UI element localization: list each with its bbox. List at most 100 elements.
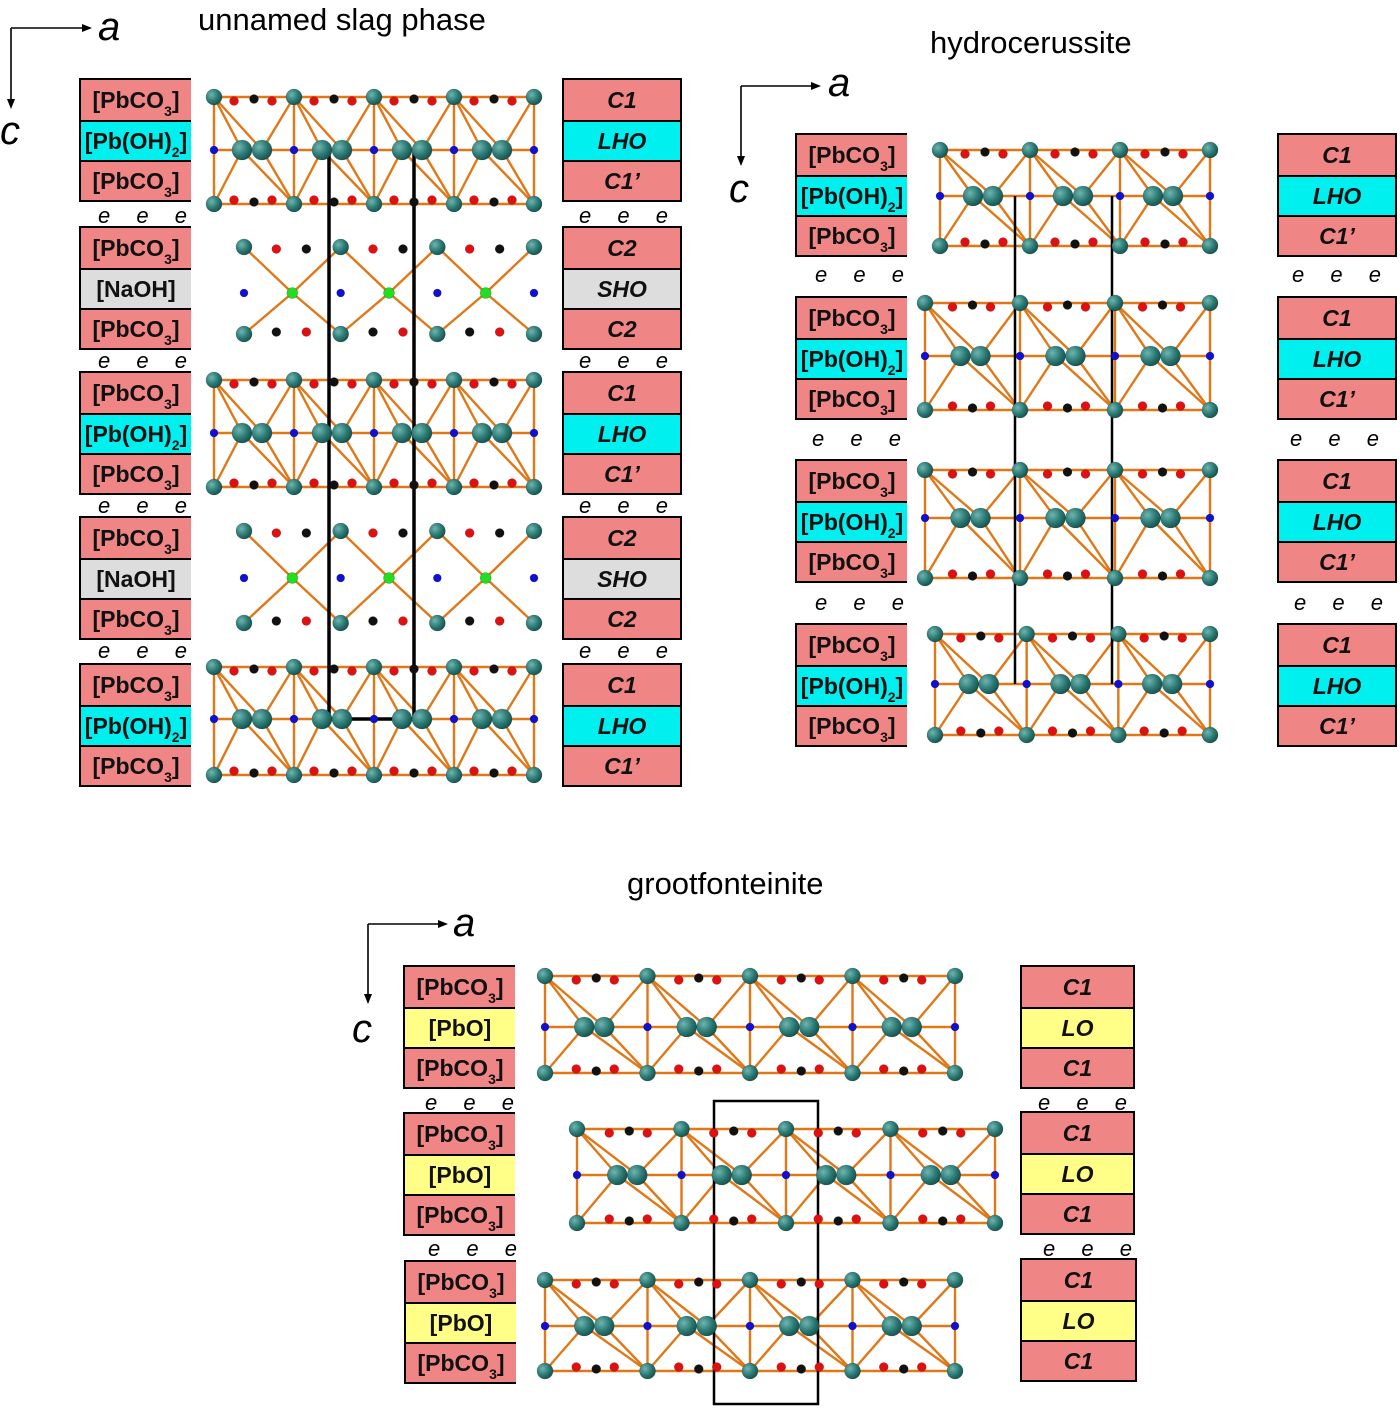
o-atom [267,766,277,776]
pb-atom [251,139,273,161]
o-atom [814,1279,825,1289]
layer-code: LHO [564,413,680,453]
bond [934,683,970,736]
layer-code: LHO [1279,501,1395,541]
o-atom [604,1214,615,1224]
o-atom [642,1214,653,1224]
bond [292,718,324,776]
layer-stack-right: C1 LHO C1’ [562,663,682,787]
bond [1074,517,1117,579]
o-atom [229,666,239,676]
o-atom [947,569,958,579]
bond [891,1026,956,1074]
bond [213,666,263,720]
pb-atom [365,195,383,213]
pb-atom [741,1064,759,1082]
bond [500,432,536,488]
o-atom [507,195,517,205]
o-atom [347,766,357,776]
h-atom [920,513,930,523]
pb-atom [205,478,223,496]
pb-atom [958,673,980,695]
bond [1151,683,1211,736]
bond [436,530,487,579]
h-atom [449,428,459,438]
pb-atom [445,658,463,676]
h-atom [745,1321,755,1331]
bond [1019,302,1077,357]
bond [979,302,1021,357]
pb-atom [235,325,253,343]
pb-atom [411,139,433,161]
c-atom [1062,467,1073,477]
bond [291,530,342,579]
pb-atom [235,522,253,540]
pb-atom [978,673,1000,695]
layer-code: C1’ [1279,378,1395,418]
bond [1169,302,1211,357]
pb-atom [525,238,543,256]
c-atom [1062,300,1073,310]
pb-atom [982,185,1004,207]
pb-atom [882,1120,899,1138]
bond [291,292,342,335]
layer-label: [PbCO3] [405,1047,515,1087]
pb-atom [696,1315,718,1337]
bond [420,96,456,151]
pb-atom [491,139,513,161]
pb-atom [1106,401,1124,419]
bond [241,149,295,205]
c-atom [1062,571,1073,581]
bond [979,469,1021,519]
bond [1029,149,1084,197]
pb-atom [844,967,861,985]
bond [1113,355,1152,411]
layer-code: SHO [564,558,680,598]
pb-atom [365,658,383,676]
c-atom [796,1066,807,1076]
pb-atom [882,1214,899,1232]
h-atom [950,1321,960,1331]
bond [340,432,376,488]
bond [500,149,536,205]
pb-atom [429,325,446,343]
bond [453,666,503,720]
pb-atom [332,522,349,540]
o-atom [1137,569,1148,579]
o-atom [507,379,517,389]
layer-label: [PbCO3] [797,461,907,501]
pb-atom [1018,625,1035,643]
bond [949,1128,996,1176]
pb-atom [525,766,543,784]
h-atom [1025,191,1035,201]
layer-label: [PbO] [406,1302,516,1342]
pb-atom [285,88,303,106]
layer-label: [PbCO3] [81,518,191,558]
pb-atom [1201,237,1219,255]
bond [1169,469,1211,519]
c-atom [796,1364,807,1374]
pb-atom [429,614,446,632]
o-atom [985,569,996,579]
pb-atom [639,1362,656,1380]
c-atom [1159,631,1169,641]
bond [891,1325,956,1372]
c-atom [796,1277,807,1287]
pb-atom [285,371,303,389]
o-atom [711,975,722,985]
o-atom [1139,726,1149,736]
o-atom [916,1064,927,1074]
bond [646,1026,688,1074]
bond [292,149,324,205]
bond [749,1026,791,1074]
o-atom [427,478,437,488]
pb-atom [1142,185,1164,207]
pb-atom [926,726,944,744]
pb-atom [1106,461,1124,479]
bond [453,96,503,151]
na-atom [383,572,395,584]
c-atom [1160,239,1170,249]
h-atom [643,1321,652,1331]
bond [401,718,455,776]
o-atom [267,379,277,389]
